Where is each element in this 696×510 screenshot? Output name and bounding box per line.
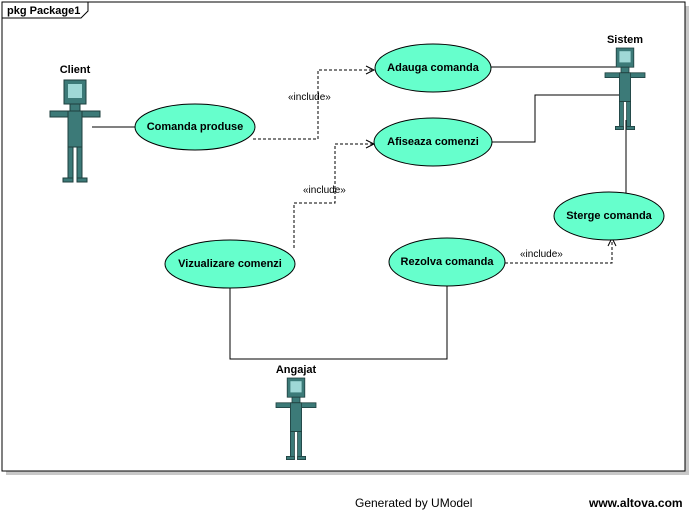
- include-label-1: «include»: [288, 92, 331, 103]
- actor-client-name: Client: [60, 64, 91, 76]
- include-label-2: «include»: [303, 185, 346, 196]
- use-case-afiseaza-comenzi[interactable]: Afiseaza comenzi: [373, 117, 493, 167]
- assoc-rezolva-angajat: [293, 285, 448, 360]
- svg-text:Vizualizare comenzi: Vizualizare comenzi: [178, 258, 282, 270]
- include-rezolva-sterge: [505, 238, 613, 264]
- package-tab: [1, 1, 89, 19]
- use-case-rezolva-comanda[interactable]: Rezolva comanda: [388, 237, 506, 287]
- footer-site[interactable]: www.altova.com: [588, 496, 683, 510]
- svg-text:Sterge comanda: Sterge comanda: [566, 210, 652, 222]
- svg-text:Afiseaza comenzi: Afiseaza comenzi: [387, 136, 479, 148]
- actor-sistem-name: Sistem: [607, 34, 643, 46]
- footer-generated: Generated by UModel: [355, 496, 472, 510]
- svg-text:Comanda produse: Comanda produse: [147, 121, 244, 133]
- package-frame: [1, 1, 686, 472]
- actor-angajat[interactable]: Angajat: [275, 364, 317, 461]
- use-case-sterge-comanda[interactable]: Sterge comanda: [553, 191, 665, 241]
- assoc-afiseaza-sistem: [492, 94, 625, 143]
- assoc-vizualizare-angajat: [229, 288, 293, 360]
- use-case-comanda-produse[interactable]: Comanda produse: [134, 103, 256, 151]
- svg-text:Adauga comanda: Adauga comanda: [387, 62, 480, 74]
- use-case-adauga-comanda[interactable]: Adauga comanda: [374, 43, 492, 93]
- use-case-vizualizare-comenzi[interactable]: Vizualizare comenzi: [164, 239, 296, 289]
- actor-sistem[interactable]: Sistem: [604, 34, 646, 131]
- actor-angajat-name: Angajat: [276, 364, 317, 376]
- svg-text:Rezolva comanda: Rezolva comanda: [401, 256, 495, 268]
- include-comanda-adauga: [253, 69, 374, 140]
- actor-client[interactable]: Client: [49, 64, 101, 183]
- package-label: pkg Package1: [7, 5, 80, 17]
- include-vizualizare-afiseaza: [293, 143, 374, 248]
- include-label-3: «include»: [520, 249, 563, 260]
